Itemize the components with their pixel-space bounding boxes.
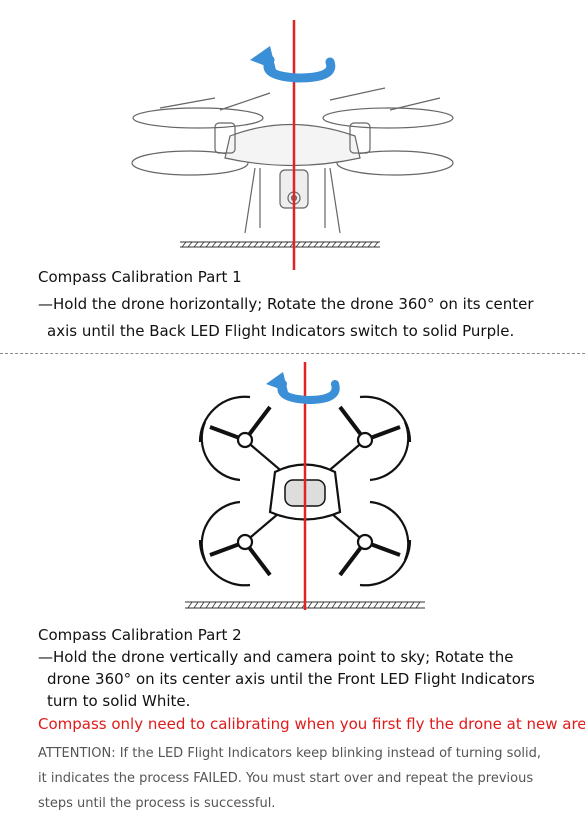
- calibration-warning: Compass only need to calibrating when yo…: [38, 715, 585, 733]
- figure-part2: [180, 362, 430, 617]
- rotate-arrow-icon: [250, 46, 336, 83]
- figure-part1: [120, 18, 500, 273]
- part2-line3: turn to solid White.: [47, 692, 191, 710]
- attention-line3: steps until the process is successful.: [38, 796, 276, 811]
- part1-line2: axis until the Back LED Flight Indicator…: [47, 322, 515, 340]
- part1-line1: —Hold the drone horizontally; Rotate the…: [38, 295, 534, 313]
- part1-title: Compass Calibration Part 1: [38, 268, 242, 286]
- part2-line1: —Hold the drone vertically and camera po…: [38, 648, 514, 666]
- attention-line2: it indicates the process FAILED. You mus…: [38, 771, 534, 786]
- ground-hatch: [180, 241, 380, 248]
- part2-line2: drone 360° on its center axis until the …: [47, 670, 535, 688]
- part2-title: Compass Calibration Part 2: [38, 626, 242, 644]
- rotate-arrow-icon: [266, 372, 340, 405]
- drone-side-view-illustration: [131, 87, 454, 234]
- section-divider: [0, 353, 585, 354]
- attention-line1: ATTENTION: If the LED Flight Indicators …: [38, 746, 542, 761]
